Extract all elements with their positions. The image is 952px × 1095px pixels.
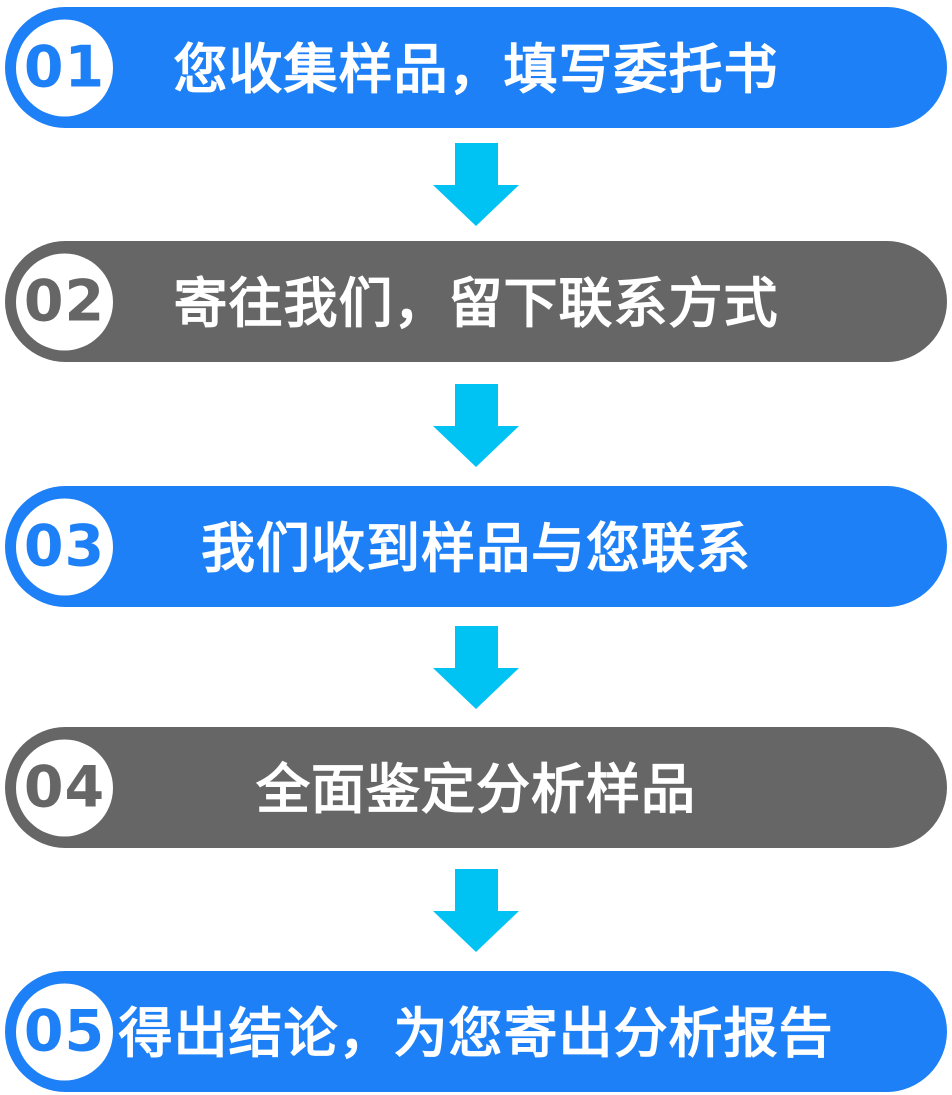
step-2-pill: 02 寄往我们，留下联系方式 bbox=[5, 241, 947, 362]
down-arrow-shaft bbox=[454, 626, 498, 668]
step-1-pill: 01 您收集样品，填写委托书 bbox=[5, 7, 947, 128]
step-4-pill: 04 全面鉴定分析样品 bbox=[5, 727, 947, 848]
step-4-number-badge: 04 bbox=[16, 739, 113, 836]
down-arrow-head bbox=[433, 185, 519, 226]
down-arrow-head bbox=[433, 668, 519, 709]
step-5-label: 得出结论，为您寄出分析报告 bbox=[118, 1001, 834, 1065]
step-3-pill: 03 我们收到样品与您联系 bbox=[5, 486, 947, 607]
step-4-label: 全面鉴定分析样品 bbox=[256, 757, 696, 821]
step-5-number-badge: 05 bbox=[16, 983, 113, 1080]
down-arrow-icon bbox=[433, 143, 519, 226]
step-3-number-badge: 03 bbox=[16, 498, 113, 595]
down-arrow-head bbox=[433, 911, 519, 952]
step-2-number-badge: 02 bbox=[16, 253, 113, 350]
down-arrow-icon bbox=[433, 869, 519, 952]
down-arrow-icon bbox=[433, 384, 519, 467]
step-1-label: 您收集样品，填写委托书 bbox=[173, 37, 779, 101]
step-1-number-badge: 01 bbox=[16, 19, 113, 116]
down-arrow-shaft bbox=[454, 384, 498, 426]
down-arrow-icon bbox=[433, 626, 519, 709]
down-arrow-head bbox=[433, 426, 519, 467]
step-2-label: 寄往我们，留下联系方式 bbox=[173, 271, 779, 335]
down-arrow-shaft bbox=[454, 143, 498, 185]
down-arrow-shaft bbox=[454, 869, 498, 911]
step-3-label: 我们收到样品与您联系 bbox=[201, 516, 751, 580]
step-5-pill: 05 得出结论，为您寄出分析报告 bbox=[5, 971, 947, 1092]
